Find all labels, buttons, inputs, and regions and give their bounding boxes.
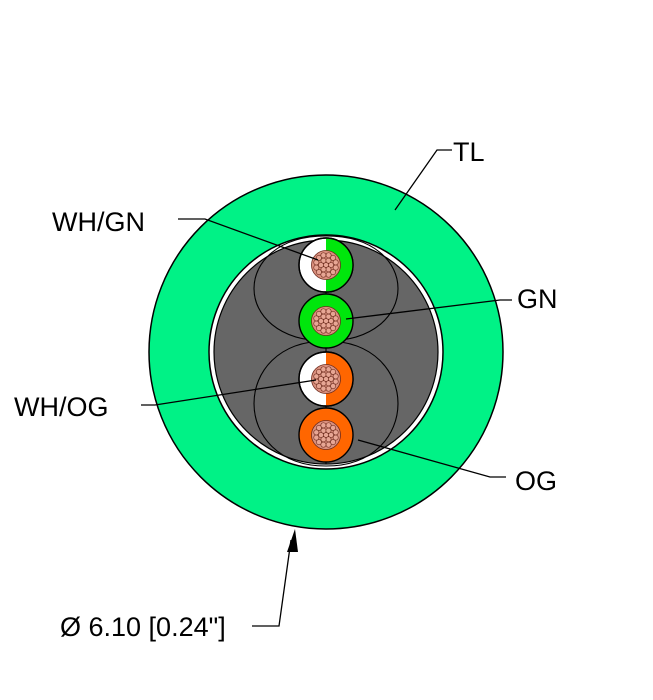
label-og: OG xyxy=(515,466,557,496)
label-diameter: Ø 6.10 [0.24"] xyxy=(60,612,226,642)
strand-bundle xyxy=(311,420,341,450)
strand-bundle xyxy=(311,364,341,394)
wh-og-leader xyxy=(141,379,317,406)
wh-gn-conductor xyxy=(298,237,354,293)
wh-og-conductor xyxy=(298,351,354,407)
strand-bundle xyxy=(311,306,341,336)
diameter-arrowhead xyxy=(287,529,298,552)
tl-leader xyxy=(394,149,452,211)
gn-leader xyxy=(345,299,512,320)
label-wh-gn: WH/GN xyxy=(52,207,145,237)
og-conductor xyxy=(298,407,354,463)
label-wh-og: WH/OG xyxy=(14,392,109,422)
strand-bundle xyxy=(311,250,341,280)
label-gn: GN xyxy=(517,284,558,314)
conductors xyxy=(298,237,354,463)
label-tl: TL xyxy=(453,137,485,167)
diameter-leader xyxy=(252,539,292,627)
og-leader xyxy=(357,439,506,478)
wh-gn-leader xyxy=(178,218,319,261)
leader-lines xyxy=(141,149,512,627)
gn-conductor xyxy=(298,293,354,349)
